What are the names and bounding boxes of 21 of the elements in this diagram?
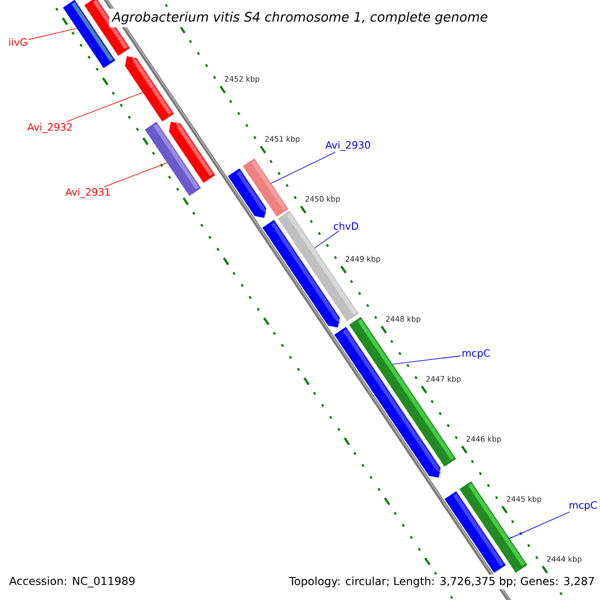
leader-line: [392, 356, 461, 365]
gene-bar: [460, 481, 528, 573]
gene-label: Avi_2932: [27, 123, 72, 133]
leader-line: [270, 152, 336, 184]
footer-text: Topology: circular; Length: 3,726,375 bp; Genes: 3,287: [287, 574, 597, 590]
gene-feature: [124, 56, 174, 122]
gene-label: iivG: [9, 38, 27, 46]
gene-label: Avi_2930: [325, 141, 370, 151]
gene-label: mcpC: [570, 501, 597, 511]
leader-line: [28, 28, 78, 40]
gene-label: chvD: [334, 222, 358, 230]
leader-line: [314, 230, 340, 248]
gene-label: Avi_2931: [65, 188, 110, 198]
leader-line: [66, 92, 144, 122]
leader-line: [509, 512, 570, 539]
gene-bar: [144, 122, 202, 196]
gene-bar: [242, 158, 288, 217]
leader-line: [104, 162, 168, 188]
title: Agrobacterium vitis S4 chromosome 1, complete genome: [109, 8, 491, 28]
footer-text: Accession: NC_011989: [9, 576, 135, 588]
gene-label: mcpC: [462, 349, 490, 359]
